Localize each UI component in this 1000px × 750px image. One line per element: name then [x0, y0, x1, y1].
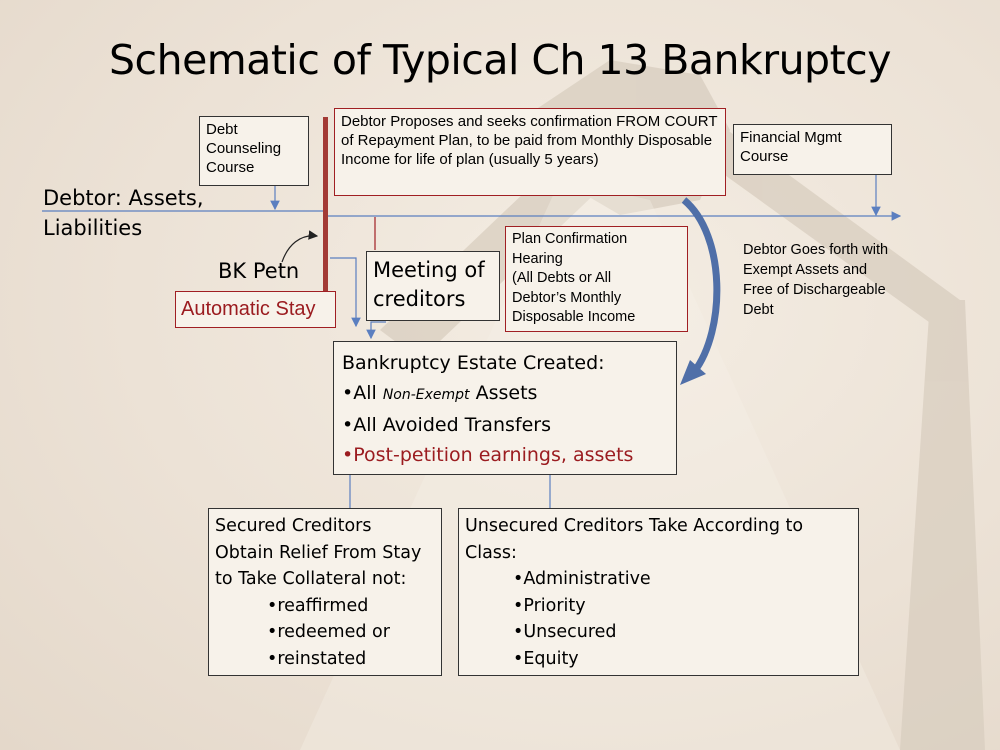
- estate-heading: Bankruptcy Estate Created:: [342, 352, 605, 374]
- unsecured-creditors-box: Unsecured Creditors Take According to Cl…: [458, 508, 859, 676]
- estate-item-non-exempt: •All Non-Exempt Assets: [342, 382, 538, 404]
- petition-bar: [323, 117, 328, 327]
- meeting-of-creditors-box: Meeting of creditors: [366, 251, 500, 321]
- estate-item-avoided: •All Avoided Transfers: [342, 414, 551, 436]
- secured-creditors-box: Secured Creditors Obtain Relief From Sta…: [208, 508, 442, 676]
- repayment-plan-box: Debtor Proposes and seeks confirmation F…: [334, 108, 726, 196]
- debt-counseling-box: Debt Counseling Course: [199, 116, 309, 186]
- bankruptcy-estate-box: Bankruptcy Estate Created: •All Non-Exem…: [333, 341, 677, 475]
- plan-confirmation-box: Plan Confirmation Hearing (All Debts or …: [505, 226, 688, 332]
- bk-petn-label: BK Petn: [218, 259, 300, 283]
- financial-mgmt-box: Financial Mgmt Course: [733, 124, 892, 175]
- automatic-stay-box: Automatic Stay: [175, 291, 336, 328]
- slide-title: Schematic of Typical Ch 13 Bankruptcy: [109, 36, 891, 84]
- estate-item-post-petition: •Post-petition earnings, assets: [342, 444, 634, 466]
- debtor-assets-label: Debtor: Assets, Liabilities: [43, 186, 204, 240]
- debtor-goes-forth-label: Debtor Goes forth with Exempt Assets and…: [743, 242, 889, 318]
- curved-blue-arrow: [681, 197, 721, 375]
